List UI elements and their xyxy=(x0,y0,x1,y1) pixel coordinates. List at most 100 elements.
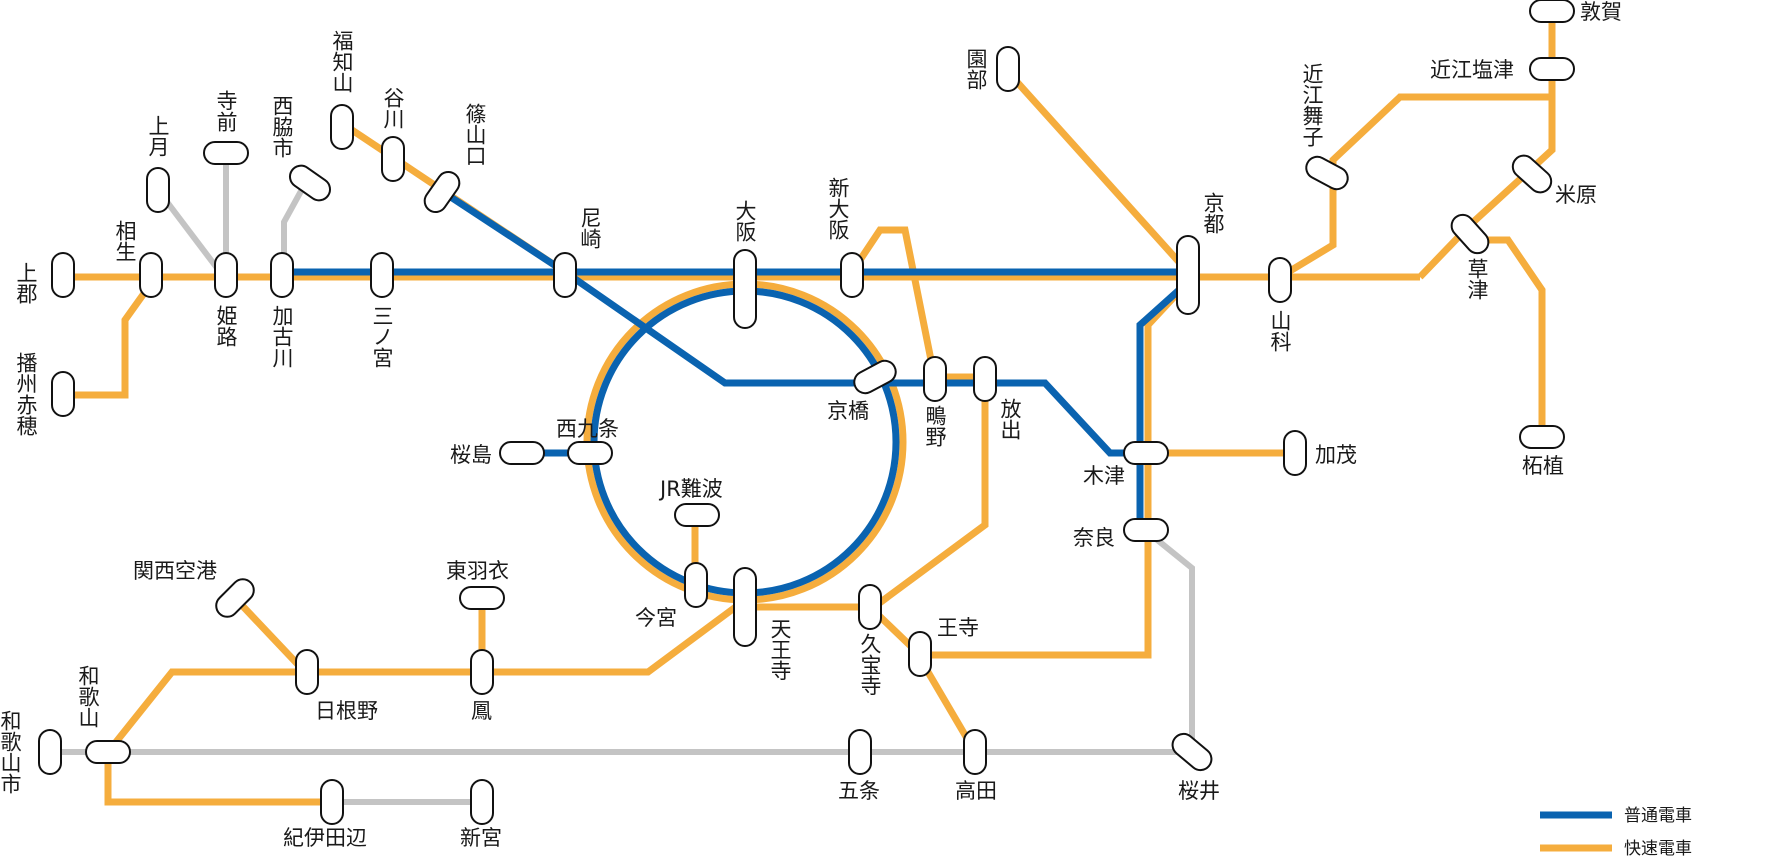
station-omi-shiotsu[interactable] xyxy=(1529,57,1575,81)
station-nara[interactable] xyxy=(1123,518,1169,542)
line-yamashina-omiShiotsu xyxy=(1278,93,1552,280)
station-kizu[interactable] xyxy=(1123,441,1169,465)
line-kyoto-nara xyxy=(867,279,1191,659)
station-kozuki[interactable] xyxy=(146,167,170,213)
label-shingu: 新宮 xyxy=(460,826,502,850)
label-otori: 鳳 xyxy=(471,699,492,723)
label-temae: 寺前 xyxy=(214,90,238,132)
label-jr-namba: JR難波 xyxy=(658,477,723,501)
local-lines xyxy=(284,187,1191,597)
label-oji: 王寺 xyxy=(937,616,979,640)
station-hineno[interactable] xyxy=(295,649,319,695)
station-takada[interactable] xyxy=(963,729,987,775)
line-nara-sakurai xyxy=(1143,527,1195,752)
station-yamashina[interactable] xyxy=(1268,257,1292,303)
station-maibara[interactable] xyxy=(1508,151,1555,197)
station-shigino[interactable] xyxy=(923,356,947,402)
label-nara: 奈良 xyxy=(1073,526,1115,550)
label-tennoji: 天王寺 xyxy=(768,618,792,681)
legend-local-label: 普通電車 xyxy=(1624,806,1692,826)
station-hanaten[interactable] xyxy=(973,356,997,402)
station-tennoji[interactable] xyxy=(733,567,757,647)
station-jr-namba[interactable] xyxy=(674,503,720,527)
station-kyobashi[interactable] xyxy=(850,357,899,397)
station-sannomiya[interactable] xyxy=(370,252,394,298)
osaka-loop-local xyxy=(590,287,900,597)
station-aioi[interactable] xyxy=(139,252,163,298)
station-sonobe[interactable] xyxy=(996,46,1020,92)
station-kii-tanabe[interactable] xyxy=(320,779,344,825)
stations xyxy=(38,0,1575,825)
label-imamiya: 今宮 xyxy=(635,606,677,630)
label-gojo: 五条 xyxy=(838,779,880,803)
label-banshu-ako: 播州赤穂 xyxy=(14,352,38,436)
label-sannomiya: 三ノ宮 xyxy=(370,305,394,368)
line-sonobe-kyoto xyxy=(1005,69,1191,275)
label-fukuchiyama: 福知山 xyxy=(330,30,354,93)
station-fukuchiyama[interactable] xyxy=(330,104,354,150)
label-himeji: 姫路 xyxy=(214,305,238,347)
label-takada: 高田 xyxy=(955,779,997,803)
label-hanaten: 放出 xyxy=(998,398,1022,440)
station-wakayama[interactable] xyxy=(85,740,131,764)
label-wakayamashi: 和歌山市 xyxy=(0,710,22,794)
station-wakayamashi[interactable] xyxy=(38,729,62,775)
station-shingu[interactable] xyxy=(470,779,494,825)
station-himeji[interactable] xyxy=(214,252,238,298)
station-kamo[interactable] xyxy=(1283,430,1307,476)
label-omi-maiko: 近江舞子 xyxy=(1300,63,1324,147)
line-banshu-ako-aioi xyxy=(62,282,153,399)
station-oji[interactable] xyxy=(908,631,932,677)
station-sakurajima[interactable] xyxy=(499,441,545,465)
station-shin-osaka[interactable] xyxy=(840,252,864,298)
station-kamigori[interactable] xyxy=(51,252,75,298)
station-kakogawa[interactable] xyxy=(270,252,294,298)
station-omi-maiko[interactable] xyxy=(1302,153,1351,193)
station-temae[interactable] xyxy=(203,141,249,165)
label-kii-tanabe: 紀伊田辺 xyxy=(283,826,367,850)
label-hineno: 日根野 xyxy=(315,699,378,723)
label-kansai-airport: 関西空港 xyxy=(133,559,217,583)
label-wakayama: 和歌山 xyxy=(76,665,100,728)
label-tsuruga: 敦賀 xyxy=(1580,0,1622,24)
label-higashi-hagoromo: 東羽衣 xyxy=(446,559,509,583)
line-wakayamashi-sakurai xyxy=(50,749,1194,763)
label-sakurai: 桜井 xyxy=(1178,779,1220,803)
label-tsuge: 柘植 xyxy=(1522,454,1564,478)
line-tsuruga-maibara xyxy=(1417,18,1556,280)
station-kyoto[interactable] xyxy=(1176,235,1200,315)
label-kyuhoji: 久宝寺 xyxy=(858,633,882,696)
station-higashi-hagoromo[interactable] xyxy=(459,586,505,610)
label-osaka: 大阪 xyxy=(733,200,757,242)
station-sasayamaguchi[interactable] xyxy=(420,168,463,217)
line-sasayamaguchi-amagasaki xyxy=(438,187,567,275)
station-banshu-ako[interactable] xyxy=(51,371,75,417)
station-osaka[interactable] xyxy=(733,249,757,329)
label-shigino: 鴫野 xyxy=(923,405,947,447)
station-kansai-airport[interactable] xyxy=(212,575,259,622)
station-sakurai[interactable] xyxy=(1168,729,1216,774)
label-kusatsu: 草津 xyxy=(1465,258,1489,300)
station-nishikujo[interactable] xyxy=(567,441,613,465)
station-otori[interactable] xyxy=(470,649,494,695)
station-imamiya[interactable] xyxy=(684,562,708,608)
label-kamigori: 上郡 xyxy=(14,262,38,304)
station-kyuhoji[interactable] xyxy=(858,584,882,630)
station-labels: 上郡 播州赤穂 相生 上月 寺前 姫路 西脇市 加古川 福知山 谷川 篠山口 三… xyxy=(0,0,1622,850)
station-tanigawa[interactable] xyxy=(381,136,405,182)
station-tsuruga[interactable] xyxy=(1529,0,1575,23)
other-lines xyxy=(50,152,1195,805)
label-kyobashi: 京橋 xyxy=(827,399,869,423)
station-gojo[interactable] xyxy=(848,729,872,775)
line-amagasaki-kyobashi xyxy=(563,269,1148,457)
station-tsuge[interactable] xyxy=(1519,425,1565,449)
label-aioi: 相生 xyxy=(113,220,137,262)
label-tanigawa: 谷川 xyxy=(381,87,405,129)
line-tennoji-wakayama xyxy=(105,597,748,755)
station-kusatsu[interactable] xyxy=(1447,210,1493,257)
station-amagasaki[interactable] xyxy=(553,252,577,298)
station-nishiwakishi[interactable] xyxy=(286,161,335,204)
line-kusatsu-tsuge xyxy=(1474,236,1546,438)
label-sonobe: 園部 xyxy=(964,48,988,90)
